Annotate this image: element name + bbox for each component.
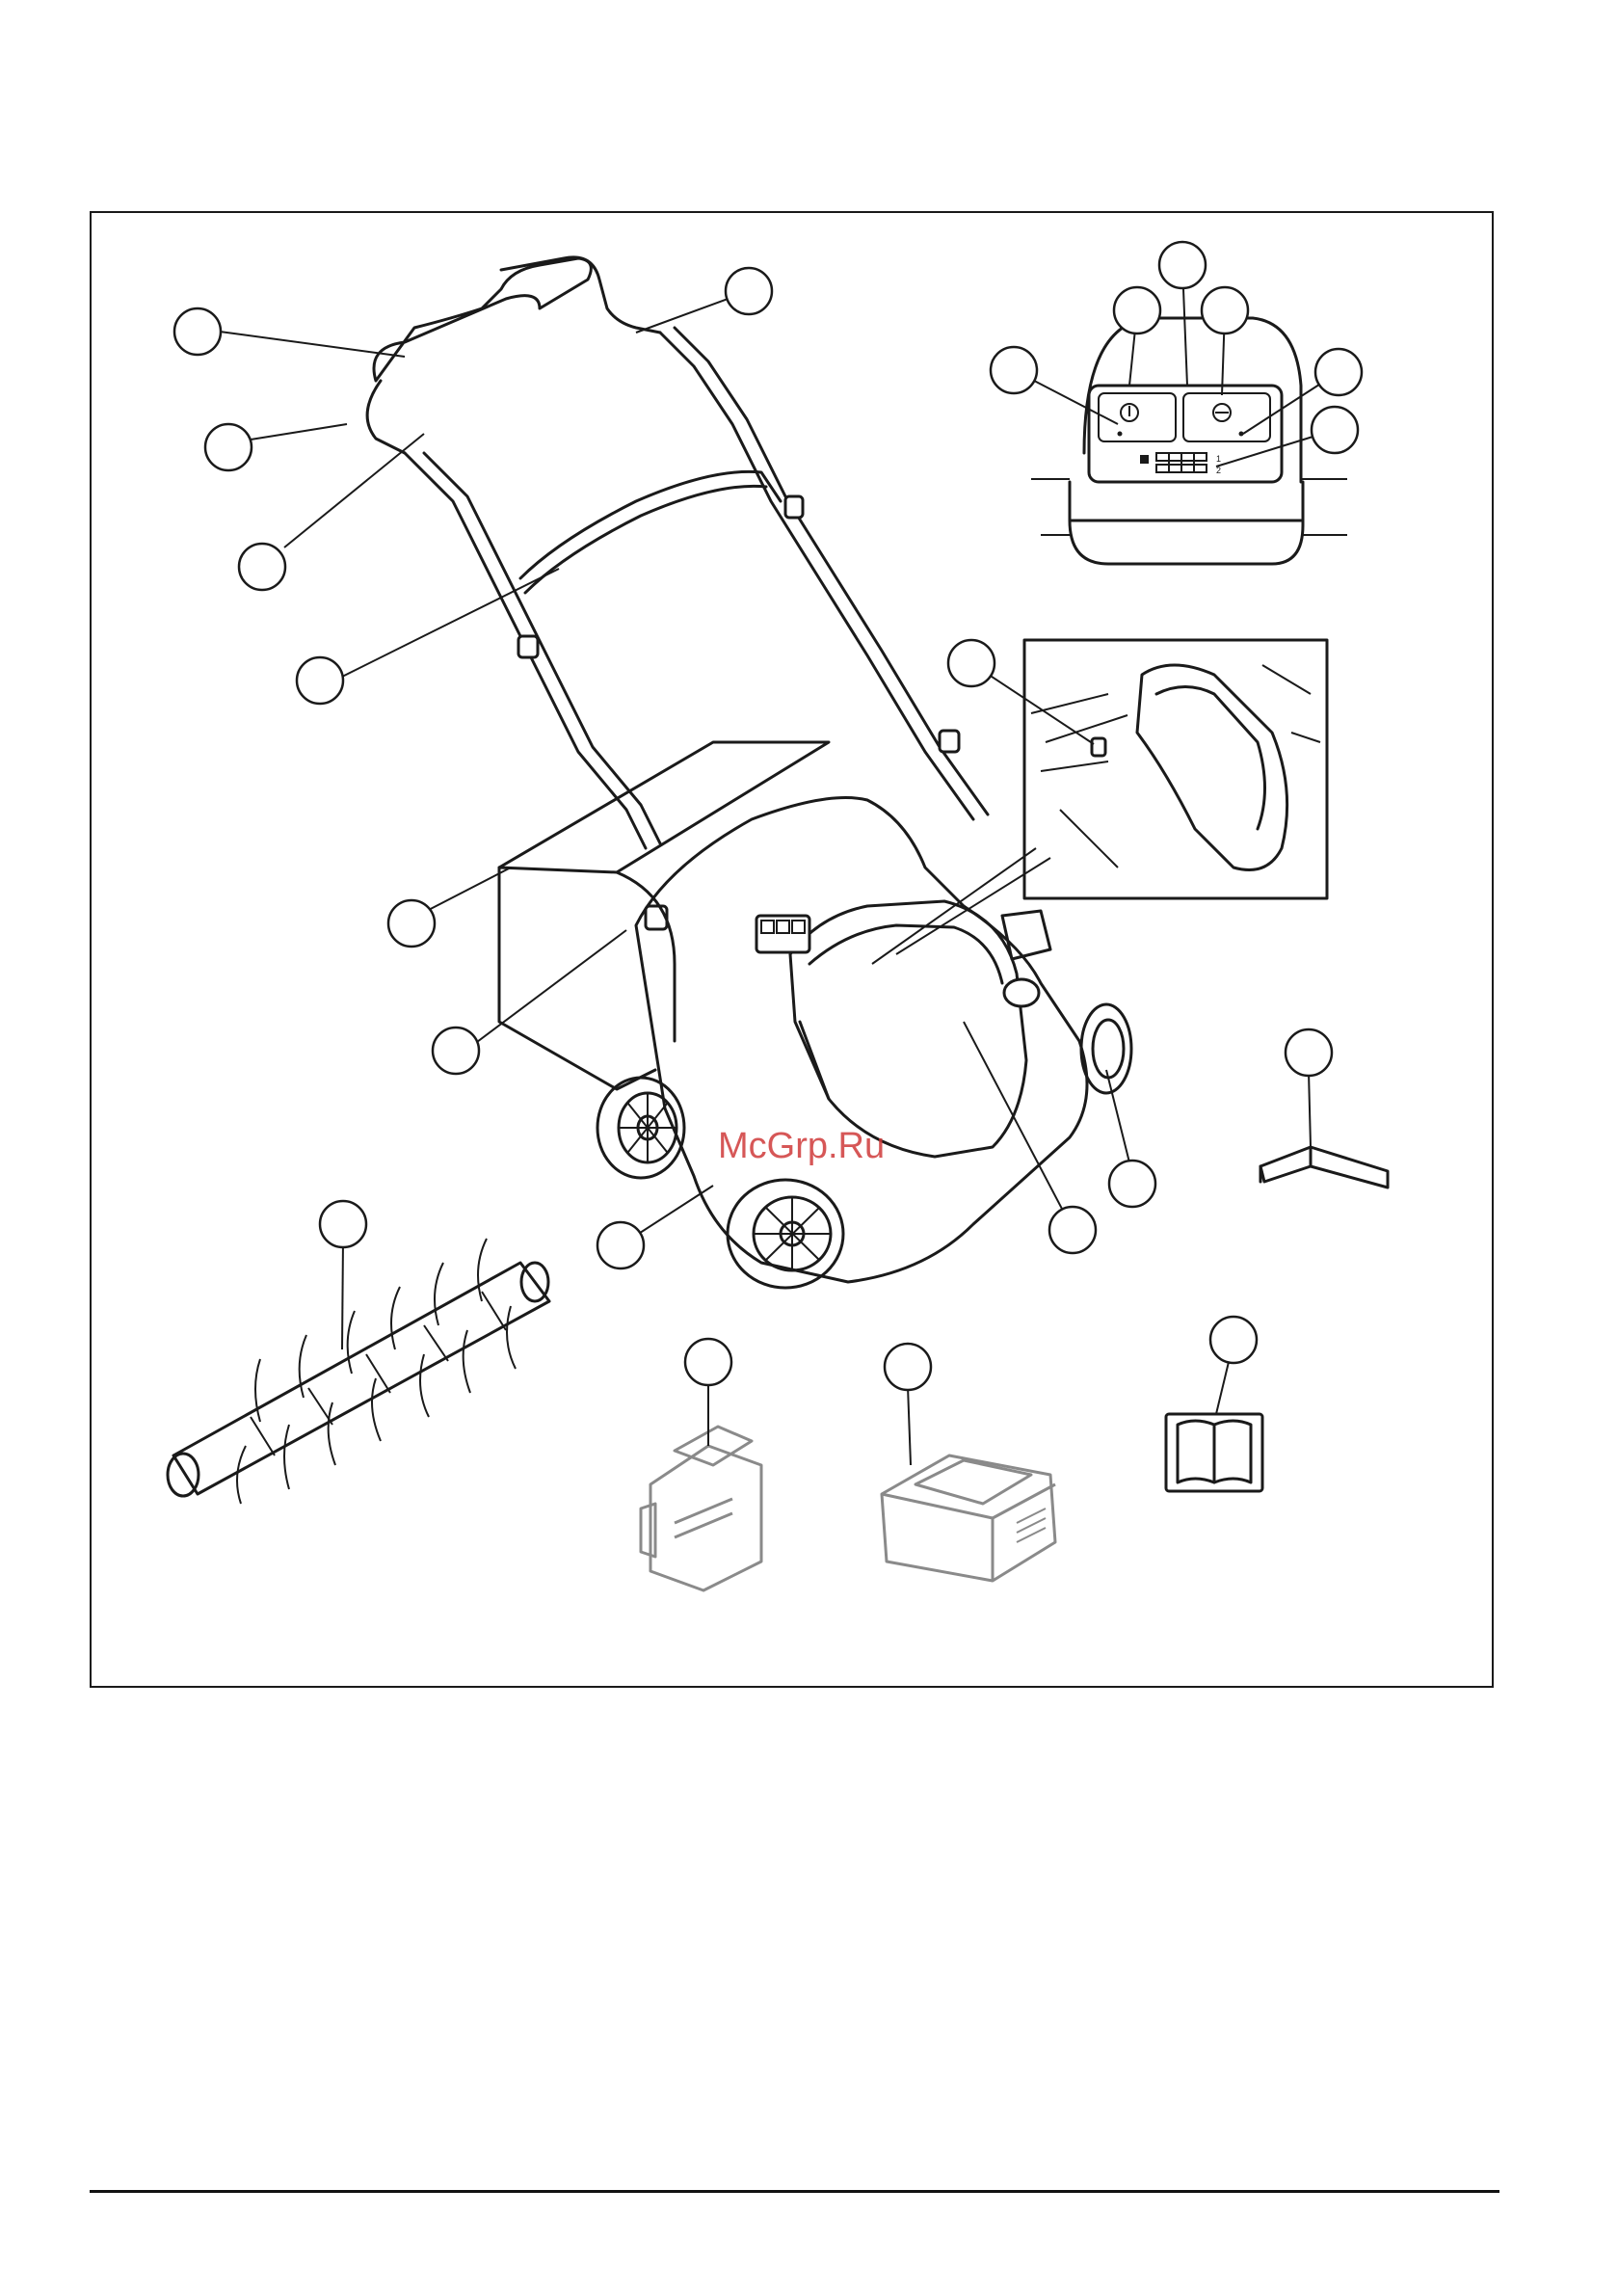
power-icon	[1121, 404, 1138, 421]
hex-key-icon	[1260, 1147, 1388, 1188]
rear-left-wheel	[597, 1078, 684, 1178]
callout-hex-key	[1286, 1029, 1332, 1076]
callout-battery-indicator	[1312, 407, 1358, 453]
detail-inset	[1024, 640, 1327, 898]
manual-book-icon	[1166, 1414, 1262, 1491]
aerator-roller	[168, 1239, 549, 1504]
callout-manual	[1210, 1317, 1257, 1363]
callout-battery-cover	[1049, 1207, 1096, 1253]
callout-height-lever	[948, 640, 995, 686]
callout-height-knob	[1109, 1161, 1155, 1207]
battery-level-icon	[1140, 453, 1207, 472]
callout-start-button	[726, 268, 772, 314]
battery-pack	[641, 1427, 761, 1590]
callout-power-button	[1114, 287, 1160, 334]
callout-handle-grip	[174, 308, 221, 355]
callout-safety-lever	[205, 424, 252, 470]
callout-upper-handle	[297, 657, 343, 704]
callout-cable-clip	[239, 544, 285, 590]
callout-panel-housing	[1159, 242, 1206, 288]
callout-eco-button	[1202, 287, 1248, 334]
watermark: McGrp.Ru	[718, 1126, 885, 1167]
footer-rule	[90, 2190, 1499, 2193]
callout-charger	[885, 1344, 931, 1390]
callout-aerator-roller	[320, 1201, 366, 1247]
battery-charger	[882, 1455, 1055, 1581]
callout-eco-led	[1315, 349, 1362, 395]
eco-icon	[1213, 404, 1231, 421]
callout-battery	[685, 1339, 731, 1385]
right-wheel	[1081, 1004, 1131, 1093]
callout-power-led	[991, 347, 1037, 393]
panel-row1-label: 1	[1216, 454, 1221, 464]
front-left-wheel	[728, 1180, 843, 1288]
callout-grass-bag	[388, 900, 435, 947]
callout-wheel	[597, 1222, 644, 1268]
callout-bag-flap	[433, 1028, 479, 1074]
